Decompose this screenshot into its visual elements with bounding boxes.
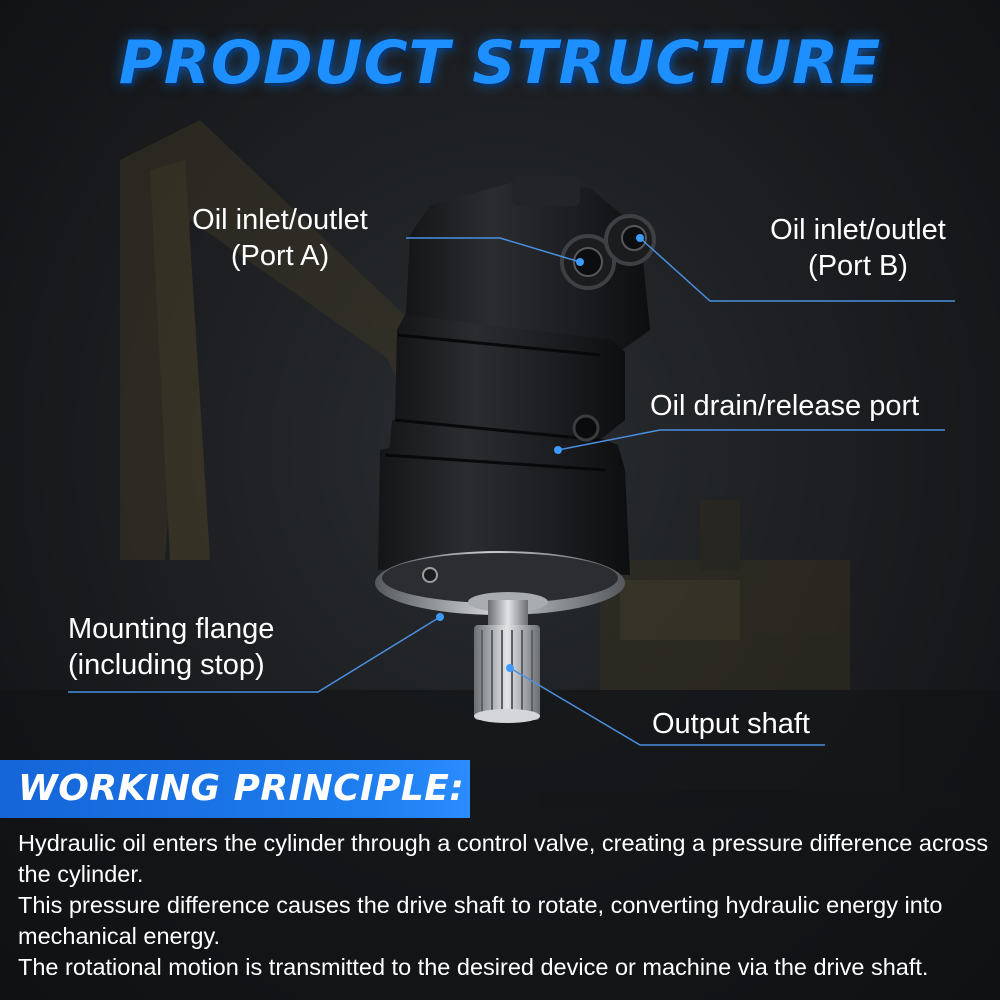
callout-flange-line2: (including stop)	[68, 649, 265, 681]
principle-paragraph: The rotational motion is transmitted to …	[18, 954, 929, 980]
principle-paragraph: This pressure difference causes the driv…	[18, 892, 943, 949]
leader-line-shaft	[509, 667, 825, 746]
working-principle-banner: WORKING PRINCIPLE:	[0, 760, 470, 818]
leader-line-port-b	[639, 237, 955, 302]
leader-line-drain	[557, 429, 945, 451]
principle-paragraph: Hydraulic oil enters the cylinder throug…	[18, 830, 989, 887]
leader-lines	[68, 234, 955, 746]
page-title: PRODUCT STRUCTURE	[118, 28, 882, 98]
port-a-icon	[560, 234, 616, 290]
callout-port-b: Oil inlet/outlet (Port B)	[758, 212, 958, 284]
working-principle-text: Hydraulic oil enters the cylinder throug…	[18, 828, 993, 983]
callout-flange: Mounting flange (including stop)	[68, 611, 274, 683]
leader-line-port-a	[406, 237, 581, 263]
callout-port-a-line1: Oil inlet/outlet	[192, 204, 368, 236]
hydraulic-motor	[375, 176, 656, 723]
callout-port-a-line2: (Port A)	[230, 240, 330, 272]
callout-port-b-line2: (Port B)	[808, 250, 908, 282]
callout-port-b-line1: Oil inlet/outlet	[770, 214, 946, 246]
callout-drain: Oil drain/release port	[650, 390, 920, 422]
callout-port-a: Oil inlet/outlet (Port A)	[180, 202, 380, 274]
leader-line-flange	[68, 616, 441, 693]
working-principle-heading: WORKING PRINCIPLE:	[18, 768, 465, 809]
callout-flange-line1: Mounting flange	[68, 613, 275, 645]
port-b-icon	[604, 214, 656, 266]
callout-shaft: Output shaft	[652, 708, 810, 740]
